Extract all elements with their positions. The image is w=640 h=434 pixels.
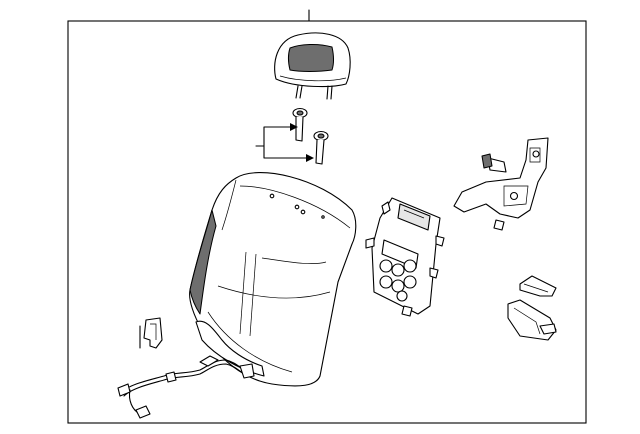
seat-back-frame-plate xyxy=(365,197,445,317)
headrest-guide-lower xyxy=(313,130,329,165)
guide-callout-arrows xyxy=(255,123,314,162)
assembly-frame xyxy=(67,20,587,424)
recliner-hinge-bracket xyxy=(453,137,549,231)
hinge-cover-small xyxy=(519,275,557,297)
headrest-guide-upper xyxy=(292,107,308,142)
latch-bracket xyxy=(139,317,163,349)
seat-back-cushion xyxy=(189,172,357,387)
seat-wire-harness xyxy=(117,355,255,419)
hinge-cover-large xyxy=(507,299,557,341)
headrest xyxy=(274,32,351,100)
